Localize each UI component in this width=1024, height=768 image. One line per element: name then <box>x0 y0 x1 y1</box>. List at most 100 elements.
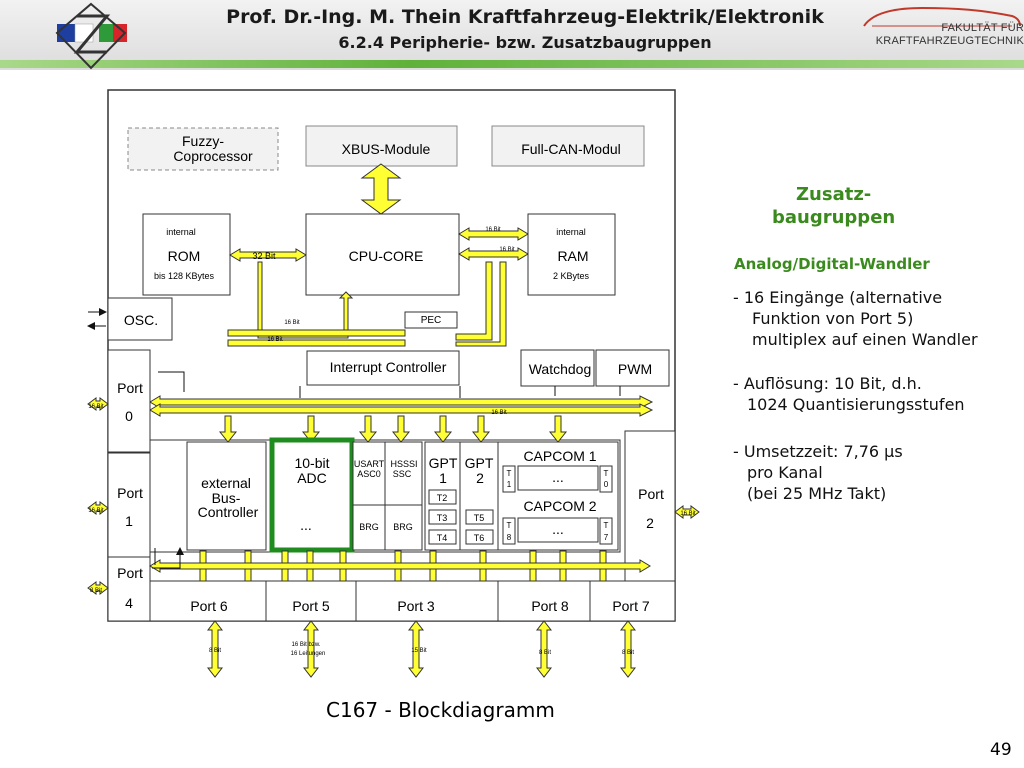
faculty-line1: FAKULTÄT FÜR <box>941 22 1024 34</box>
bus-16bit-label-3: 16 Bit <box>284 320 300 326</box>
port1-number: 1 <box>125 513 133 529</box>
adc-box <box>269 437 355 553</box>
port2-ext-bus <box>674 505 700 519</box>
usart-brg-label: BRG <box>359 522 379 532</box>
cpu-box <box>305 213 460 296</box>
usart-label-1: USART <box>354 459 385 469</box>
port2-number: 2 <box>646 515 654 531</box>
gpt1-t4 <box>428 529 457 545</box>
port4-ext-bus <box>87 581 109 595</box>
bullet-3-line-3: (bei 25 MHz Takt) <box>747 484 887 503</box>
fuzzy-label-2: Coprocessor <box>173 148 253 164</box>
capcom1-t0-label-n: 0 <box>604 480 609 489</box>
pec-box <box>404 311 458 329</box>
watchdog-box <box>520 349 595 387</box>
fuzzy-box <box>127 127 279 171</box>
car-logo <box>863 6 1021 27</box>
adc-label-2: ADC <box>297 470 327 486</box>
bullet-3-line-1: - Umsetzzeit: 7,76 µs <box>733 442 903 461</box>
slide-number: 49 <box>990 740 1012 760</box>
capcom1-array <box>517 465 599 491</box>
rom-size-label: bis 128 KBytes <box>154 271 215 281</box>
capcom1-label: CAPCOM 1 <box>523 448 596 464</box>
peripheral-bus-2 <box>149 403 654 417</box>
pwm-box <box>595 349 670 387</box>
header-accent-stripe <box>0 60 1024 68</box>
capcom1-dots: ... <box>552 469 564 485</box>
capcom2-label: CAPCOM 2 <box>523 498 596 514</box>
fullcan-label: Full-CAN-Modul <box>521 141 621 157</box>
usart-box <box>352 441 386 551</box>
capcom1-t1-label-t: T <box>507 469 512 478</box>
port7-box <box>589 580 676 622</box>
gpt1-label-2: 1 <box>439 470 447 486</box>
capcom2-t8 <box>502 517 516 545</box>
capcom2-dots: ... <box>552 521 564 537</box>
gpt2-t6 <box>465 529 494 545</box>
header-bar <box>0 0 1024 70</box>
capcom2-t7-label-t: T <box>604 521 609 530</box>
capcom2-t7 <box>599 517 613 545</box>
port1-box <box>107 452 151 558</box>
ram-down-bus <box>455 261 493 341</box>
bus-drop-arrows <box>218 415 568 443</box>
t6-label: T6 <box>474 533 485 543</box>
ram-internal-label: internal <box>556 227 586 237</box>
port0-label: Port <box>117 380 143 396</box>
osc-box <box>107 297 173 341</box>
gpt1-t3 <box>428 509 457 525</box>
bus-32bit-label: 32 Bit <box>252 251 276 261</box>
bullet-2-line-2: 1024 Quantisierungsstufen <box>747 395 965 414</box>
capcom2-t8-label-t: T <box>507 521 512 530</box>
t5-label: T5 <box>474 513 485 523</box>
port8-box <box>497 580 591 622</box>
capcom1-t1-label-n: 1 <box>507 480 512 489</box>
port5-bit-label-1: 16 Bit bzw. <box>291 642 320 648</box>
bus-16bit-label-2: 16 Bit <box>499 247 515 253</box>
port5-label: Port 5 <box>292 598 330 614</box>
bullet-3-line-2: pro Kanal <box>747 463 823 482</box>
port2-label: Port <box>638 486 664 502</box>
port6-bit-label: 8 Bit <box>209 648 221 654</box>
gpt2-label-1: GPT <box>465 455 494 471</box>
capcom2-t7-label-n: 7 <box>604 533 609 542</box>
port4-number: 4 <box>125 595 133 611</box>
hsssi-brg-label: BRG <box>393 522 413 532</box>
port0-box <box>107 349 151 453</box>
port7-bit-label: 8 Bit <box>622 650 634 656</box>
port3-box <box>355 580 499 622</box>
port6-label: Port 6 <box>190 598 228 614</box>
watchdog-label: Watchdog <box>529 361 592 377</box>
bullet-1-line-2: Funktion von Port 5) <box>752 309 914 328</box>
ram-label: RAM <box>557 248 588 264</box>
rom-internal-label: internal <box>166 227 196 237</box>
ram-box <box>527 213 616 296</box>
header-subtitle: 6.2.4 Peripherie- bzw. Zusatzbaugruppen <box>338 33 712 52</box>
bullet-2-line-1: - Auflösung: 10 Bit, d.h. <box>733 374 922 393</box>
cpu-label: CPU-CORE <box>349 248 424 264</box>
t2-label: T2 <box>437 493 448 503</box>
port1-bit-label: 16 Bit <box>88 508 104 514</box>
diagram-caption: C167 - Blockdiagramm <box>326 698 555 722</box>
capcom1-t1 <box>502 465 516 493</box>
capcom1-t0-label-t: T <box>604 469 609 478</box>
port2-box <box>624 430 676 582</box>
university-logo <box>55 2 127 70</box>
usart-label-2: ASC0 <box>357 469 381 479</box>
system-bus-upper <box>227 329 406 337</box>
sidebar-heading-2: baugruppen <box>772 207 896 228</box>
gpt1-t2 <box>428 489 457 505</box>
port8-bit-label: 8 Bit <box>539 650 551 656</box>
capcom1-t0 <box>599 465 613 493</box>
sidebar-heading-1: Zusatz- <box>796 184 872 205</box>
rom-box <box>142 213 231 296</box>
ram-down-bus-2 <box>455 261 507 347</box>
sidebar-subheading: Analog/Digital-Wandler <box>734 255 930 273</box>
signal-lines <box>152 371 621 569</box>
capcom2-array <box>517 517 599 543</box>
ext-bus-label-3: Controller <box>198 504 259 520</box>
bullet-1-line-1: - 16 Eingänge (alternative <box>733 288 943 307</box>
ext-bus-label-1: external <box>201 475 251 491</box>
adc-dots: ... <box>300 517 312 533</box>
osc-label: OSC. <box>124 312 158 328</box>
